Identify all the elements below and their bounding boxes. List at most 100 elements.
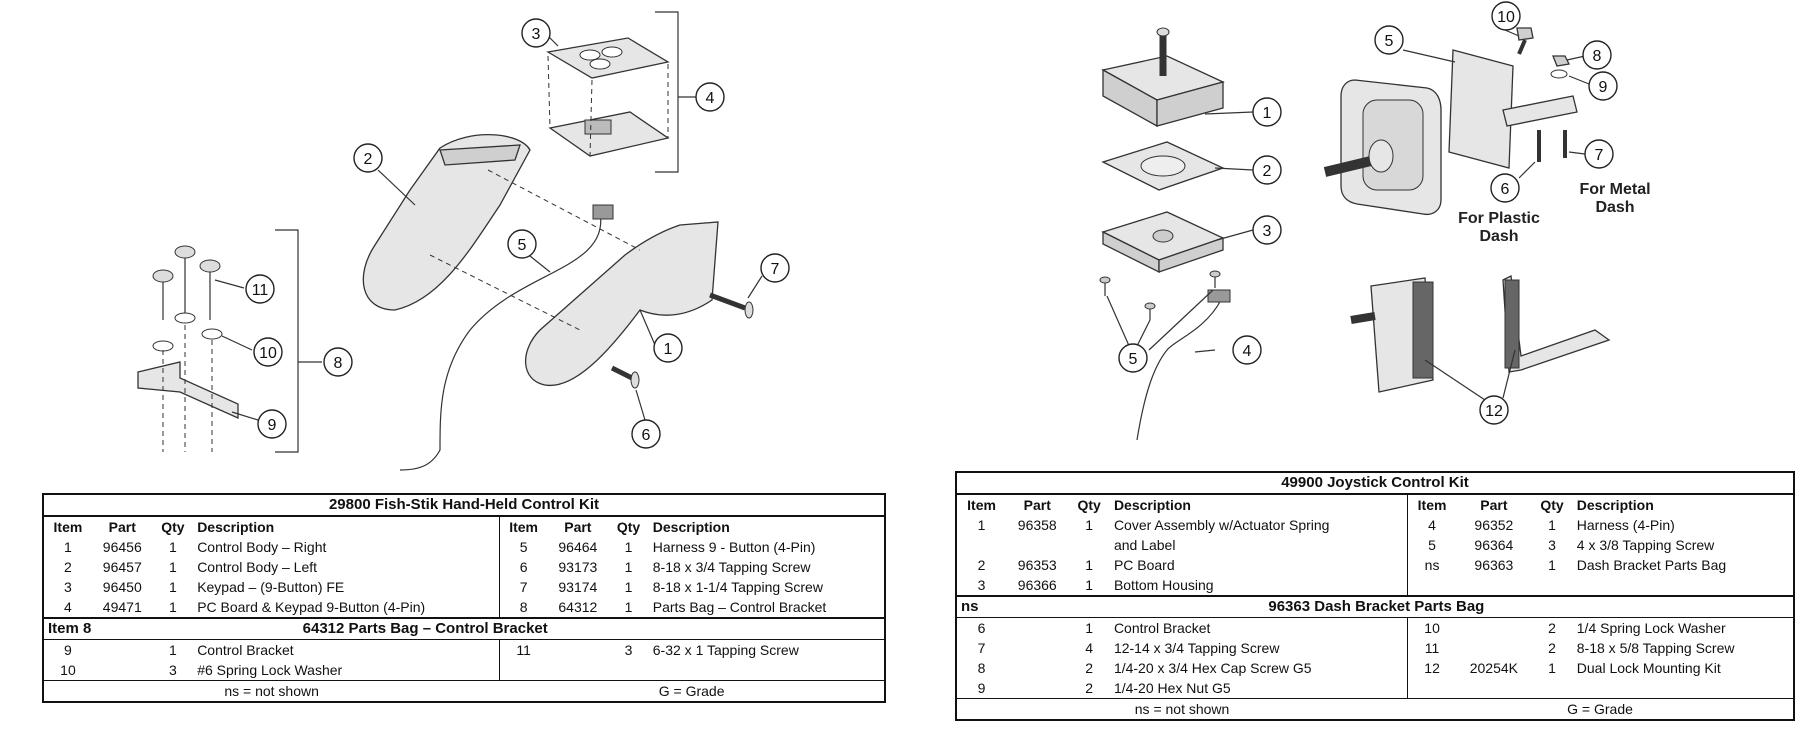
cell: 1	[1085, 517, 1094, 533]
header-part: Part	[108, 519, 136, 535]
cell: PC Board	[1113, 557, 1175, 573]
callout-10: 10	[221, 335, 283, 367]
cell: 12-14 x 3/4 Tapping Screw	[1113, 640, 1280, 656]
header-description: Description	[1113, 497, 1191, 513]
cell: 2	[977, 557, 986, 573]
cell: 4	[1406, 515, 1457, 535]
cell: 96364	[1474, 537, 1514, 553]
callout-6: 6	[1490, 161, 1536, 203]
cell: 1/4-20 Hex Nut G5	[1113, 680, 1231, 696]
callout-1: 1	[1204, 97, 1282, 127]
callout-1-label: 1	[664, 341, 673, 358]
cell	[1457, 618, 1532, 639]
fish-stik-parts-table: 29800 Fish-Stik Hand-Held Control Kit It…	[42, 493, 886, 703]
cell: 1/4-20 x 3/4 Hex Cap Screw G5	[1113, 660, 1312, 676]
control-body-right-drawing	[524, 221, 719, 386]
callout-7-label: 7	[1595, 147, 1604, 164]
dual-lock-drawing	[1350, 275, 1611, 393]
cell: 96456	[102, 539, 142, 555]
cell: 6	[498, 557, 548, 577]
callout-4: 4	[1194, 335, 1262, 365]
keypad-drawing	[546, 37, 670, 157]
callout-2-label: 2	[1263, 163, 1272, 180]
cell	[1406, 575, 1457, 596]
cell: 8	[498, 597, 548, 618]
callout-2: 2	[353, 143, 416, 206]
cell: Control Body – Right	[197, 539, 327, 555]
cell: 49471	[102, 599, 142, 615]
cell	[1531, 575, 1573, 596]
cell: 2	[64, 559, 72, 575]
cell: #6 Spring Lock Washer	[197, 662, 343, 678]
callout-8: 8	[1566, 40, 1612, 70]
cell	[956, 535, 1006, 555]
cell: 96352	[1474, 517, 1514, 533]
fish-stik-panel: 3 4 2 5 7 1 6 11 10 8 9 29800 Fish-Stik …	[42, 11, 886, 703]
cell	[608, 660, 649, 681]
callout-10: 10	[1491, 1, 1521, 37]
cell: 8-18 x 1-1/4 Tapping Screw	[652, 579, 823, 595]
cell	[1006, 638, 1068, 658]
cell: 1	[169, 642, 177, 658]
cell: 4	[64, 599, 72, 615]
cell: 1	[1548, 660, 1556, 676]
cell	[92, 640, 153, 661]
cell: Bottom Housing	[1113, 577, 1214, 593]
bracket-parts-drawing	[137, 229, 322, 453]
section-header-row: Item 8 64312 Parts Bag – Control Bracket	[43, 617, 885, 640]
cell: Dual Lock Mounting Kit	[1576, 660, 1721, 676]
cell: Control Body – Left	[197, 559, 318, 575]
cell: 1	[64, 539, 72, 555]
cell: 4 x 3/8 Tapping Screw	[1576, 537, 1715, 553]
table-title: 29800 Fish-Stik Hand-Held Control Kit	[43, 494, 885, 517]
cell: and Label	[1113, 537, 1176, 553]
callout-5: 5	[1106, 289, 1214, 373]
table-footer-row: ns = not shown G = Grade	[43, 680, 885, 702]
cell: 20254K	[1469, 660, 1519, 676]
header-item: Item	[1406, 494, 1457, 515]
joystick-panel: For Plastic Dash For Metal Dash 1 2 3 5 …	[905, 0, 1806, 736]
cell: PC Board & Keypad 9-Button (4-Pin)	[197, 599, 426, 615]
callout-8: 8	[323, 347, 353, 377]
cell	[1573, 678, 1794, 699]
callout-3-label: 3	[532, 26, 541, 43]
callout-2: 2	[1214, 155, 1282, 185]
dash-plate-drawing	[1448, 49, 1514, 169]
cell: 8-18 x 5/8 Tapping Screw	[1576, 640, 1735, 656]
callout-10-label: 10	[1497, 9, 1515, 26]
cell: 2	[1085, 660, 1094, 676]
header-item: Item	[498, 516, 548, 537]
cell: Harness 9 - Button (4-Pin)	[652, 539, 816, 555]
cell: 7	[498, 577, 548, 597]
plastic-dash-label-1: For Plastic	[1458, 210, 1540, 227]
header-part: Part	[1480, 497, 1508, 513]
section-title: 96363 Dash Bracket Parts Bag	[1068, 595, 1794, 618]
cell: 96450	[102, 579, 142, 595]
callout-9-label: 9	[1599, 79, 1608, 96]
header-qty: Qty	[1540, 497, 1564, 513]
callout-3: 3	[521, 18, 559, 48]
callout-11: 11	[214, 274, 275, 304]
metal-dash-bracket-drawing	[1502, 95, 1578, 127]
table-header-row: Item Part Qty Description Item Part Qty …	[956, 494, 1794, 515]
header-item: Item	[53, 519, 83, 535]
cell: Keypad – (9-Button) FE	[197, 579, 345, 595]
cell: 9	[64, 642, 72, 658]
cell: 96366	[1017, 577, 1057, 593]
cell	[1006, 678, 1068, 699]
callout-10-label: 10	[259, 345, 277, 362]
cell: ns	[1406, 555, 1457, 575]
cell	[1006, 535, 1068, 555]
cell: 11	[1406, 638, 1457, 658]
cell: 1	[624, 559, 633, 575]
callout-8-label: 8	[334, 355, 343, 372]
callout-9-label: 9	[268, 417, 277, 434]
section-item: ns	[956, 595, 1069, 618]
cell: 1	[169, 559, 177, 575]
